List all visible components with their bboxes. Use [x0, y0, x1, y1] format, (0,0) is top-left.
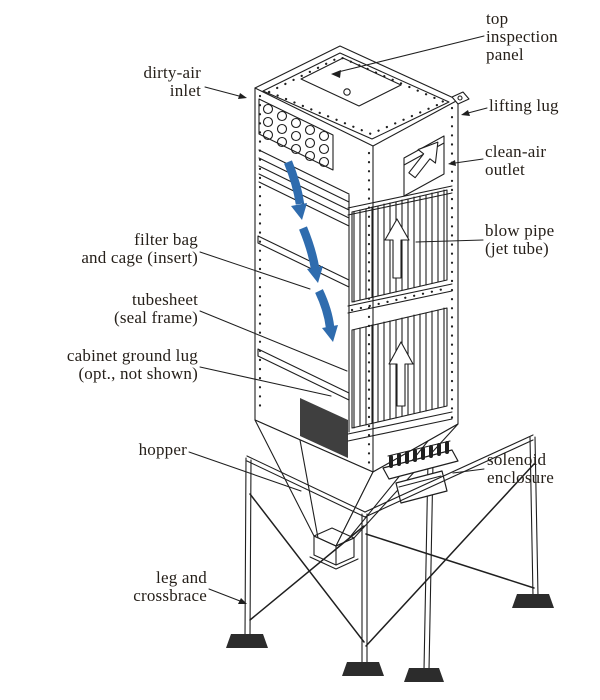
- clean-airflow-up-arrow-2-icon: [388, 341, 414, 407]
- leader-lifting-lug: [467, 107, 488, 114]
- leader-top-inspection-panel: [337, 35, 485, 73]
- label-tubesheet: tubesheet (seal frame): [113, 290, 198, 328]
- lifting-lug-shape: [451, 91, 470, 105]
- leader-arrowheads-icon: [238, 70, 470, 604]
- label-filter-bag-and-cage: filter bag and cage (insert): [81, 230, 198, 268]
- inlet-holes: [262, 103, 330, 168]
- filter-bags-tier-2: [351, 307, 448, 429]
- label-dirty-air-inlet: dirty-air inlet: [143, 63, 201, 101]
- leader-leg-crossbrace: [208, 588, 241, 602]
- hopper-inlet-shadow: [300, 398, 348, 458]
- hopper-outlet: [309, 527, 359, 570]
- feet: [226, 594, 554, 682]
- top-face: [262, 52, 450, 140]
- label-cabinet-ground-lug: cabinet ground lug (opt., not shown): [66, 346, 198, 384]
- leader-cabinet-ground-lug: [199, 366, 332, 397]
- leader-hopper: [188, 451, 302, 492]
- label-solenoid-enclosure: solenoid enclosure: [487, 450, 554, 488]
- cabinet-shell: [254, 45, 459, 473]
- drawing-root: [188, 35, 554, 682]
- crossbraces: [249, 463, 535, 647]
- clean-airflow-outlet-arrow-icon: [408, 141, 439, 179]
- tubesheet-bands: [347, 185, 453, 442]
- baffle-2: [257, 348, 350, 401]
- clean-airflow-up-arrow-1-icon: [384, 218, 410, 279]
- clean-air-outlet-shape: [403, 135, 445, 197]
- dirty-airflow-arrows-icon: [284, 160, 338, 342]
- leader-dirty-air-inlet: [204, 86, 240, 97]
- leader-solenoid-enclosure: [452, 468, 485, 474]
- label-top-inspection-panel: top inspection panel: [486, 9, 558, 65]
- leader-filter-bag: [199, 251, 311, 290]
- leader-lines: [188, 35, 488, 604]
- solenoid-enclosure-shape: [382, 440, 459, 504]
- leader-tubesheet: [199, 310, 348, 372]
- label-hopper: hopper: [138, 440, 187, 459]
- label-lifting-lug: lifting lug: [489, 96, 559, 115]
- solenoid-valves: [389, 441, 449, 468]
- leader-blow-pipe: [415, 239, 484, 243]
- label-leg-and-crossbrace: leg and crossbrace: [133, 568, 207, 606]
- label-blow-pipe: blow pipe (jet tube): [485, 221, 555, 259]
- lifting-eye-icon: [343, 88, 351, 96]
- stand-legs: [244, 434, 539, 665]
- label-clean-air-outlet: clean-air outlet: [485, 142, 547, 180]
- leader-clean-air-outlet: [454, 158, 484, 164]
- top-inspection-panel-shape: [300, 57, 402, 107]
